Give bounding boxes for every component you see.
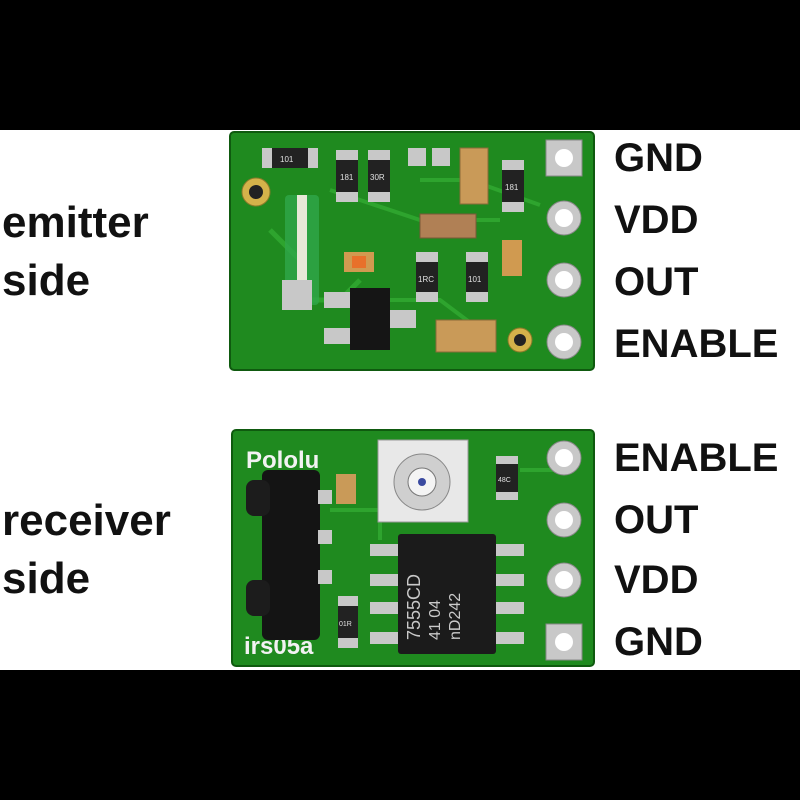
emitter-side-label: emitter side	[2, 194, 149, 310]
emitter-pin-enable: ENABLE	[614, 322, 779, 366]
emitter-label-line2: side	[2, 256, 91, 305]
ic-marking-line3: nD242	[447, 593, 464, 640]
receiver-pin-enable: ENABLE	[614, 436, 779, 480]
r5-marking: 1RC	[418, 275, 434, 284]
r6-marking: 101	[468, 275, 482, 284]
receiver-pin-gnd: GND	[614, 620, 703, 664]
receiver-label-line1: receiver	[2, 496, 171, 545]
emitter-board: 101 181 30R 181 1RC 101	[229, 131, 595, 371]
r1-marking: 101	[280, 155, 294, 164]
emitter-resistors: 101 181 30R 181 1RC 101	[262, 148, 524, 302]
receiver-header-pads	[545, 440, 583, 661]
top-black-bar	[0, 0, 800, 130]
ic-marking-line2: 41 04	[427, 600, 444, 640]
r3-marking: 30R	[370, 173, 385, 182]
receiver-label-line2: side	[2, 554, 91, 603]
ic-marking-line1: 7555CD	[404, 574, 424, 640]
r2-marking: 181	[340, 173, 354, 182]
receiver-board: Pololu irs05a 48C 01R	[231, 429, 595, 667]
timer-ic: 7555CD 41 04 nD242	[370, 534, 524, 654]
silkscreen-brand: Pololu	[246, 447, 319, 474]
emitter-pin-vdd: VDD	[614, 198, 699, 242]
emitter-pin-out: OUT	[614, 260, 699, 304]
emitter-label-line1: emitter	[2, 198, 149, 247]
r4-marking: 181	[505, 183, 519, 192]
receiver-pin-out: OUT	[614, 498, 699, 542]
r7-marking: 01R	[339, 621, 352, 628]
emitter-header-pads	[545, 139, 583, 360]
receiver-side-label: receiver side	[2, 492, 171, 608]
emitter-pin-gnd: GND	[614, 136, 703, 180]
bottom-black-bar	[0, 670, 800, 800]
r8-marking: 48C	[498, 477, 511, 484]
receiver-pin-vdd: VDD	[614, 558, 699, 602]
